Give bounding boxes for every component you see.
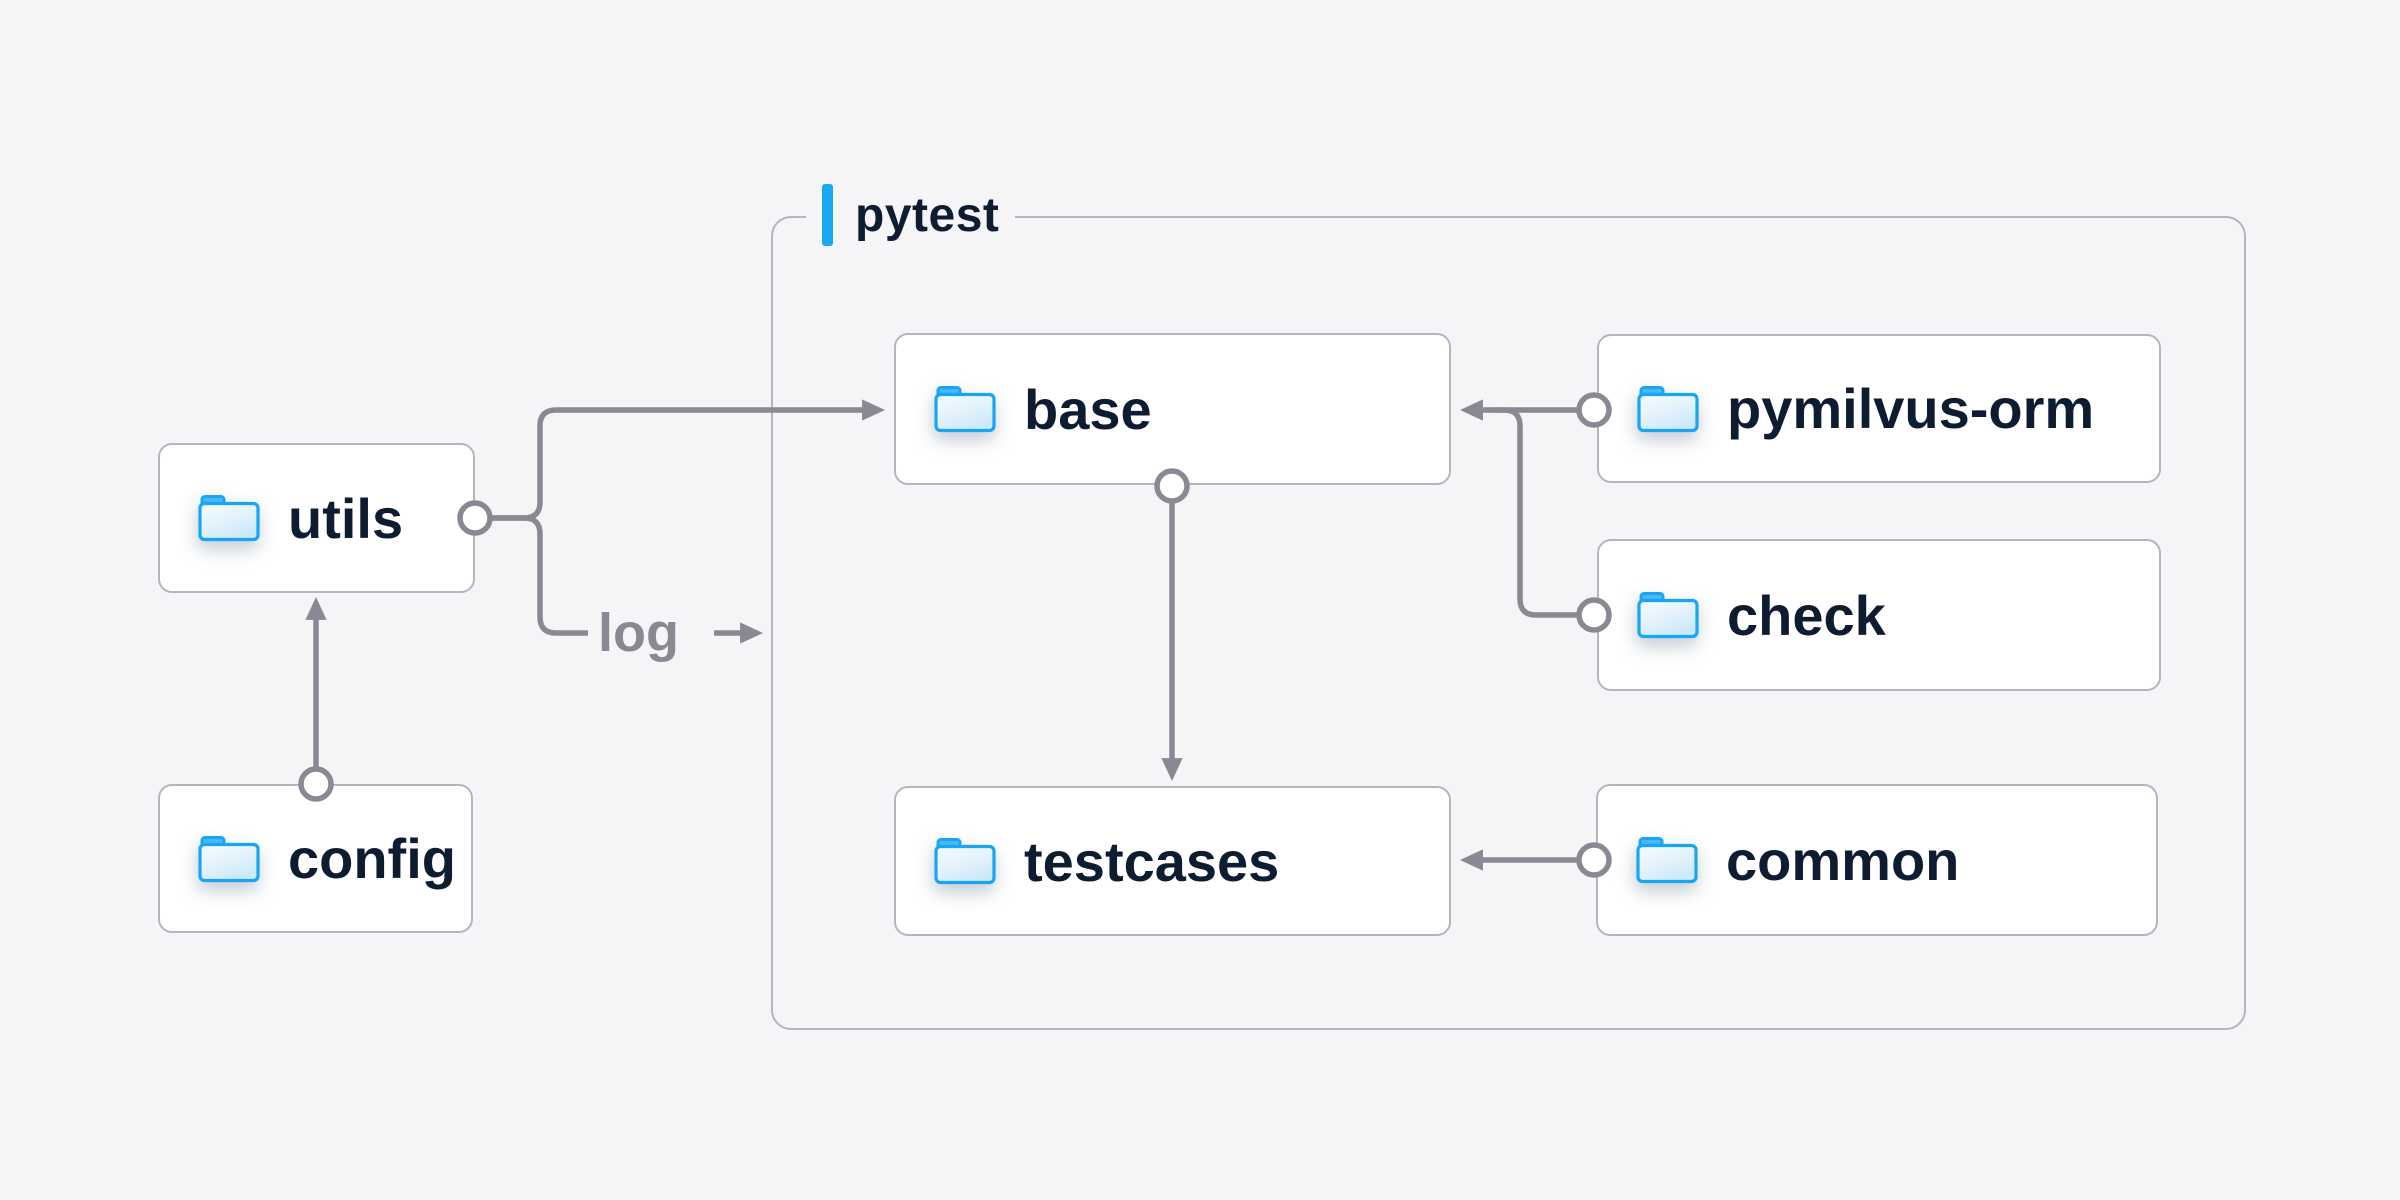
node-base: base: [894, 333, 1451, 485]
node-common: common: [1596, 784, 2158, 936]
node-pymilvus-orm: pymilvus-orm: [1597, 334, 2161, 483]
folder-icon: [1637, 385, 1699, 432]
node-label: utils: [288, 486, 404, 550]
node-config: config: [158, 784, 473, 933]
node-label: common: [1726, 828, 1960, 892]
folder-icon: [934, 838, 996, 885]
node-label: pymilvus-orm: [1727, 377, 2095, 440]
edge-utils-log: [490, 515, 588, 636]
node-testcases: testcases: [894, 786, 1451, 936]
node-utils: utils: [158, 443, 475, 593]
node-check: check: [1597, 539, 2161, 691]
pytest-title: pytest: [855, 188, 1000, 242]
folder-icon: [198, 835, 260, 882]
folder-icon: [198, 495, 260, 542]
node-label: testcases: [1024, 829, 1280, 893]
accent-bar: [822, 184, 833, 246]
node-label: config: [288, 827, 456, 890]
pytest-label: pytest: [806, 183, 1016, 247]
node-label: check: [1727, 583, 1886, 647]
node-label: base: [1024, 377, 1152, 441]
folder-icon: [934, 386, 996, 433]
folder-icon: [1636, 837, 1698, 884]
folder-icon: [1637, 592, 1699, 639]
log-label: log: [598, 603, 679, 663]
pytest-container: [771, 216, 2246, 1030]
